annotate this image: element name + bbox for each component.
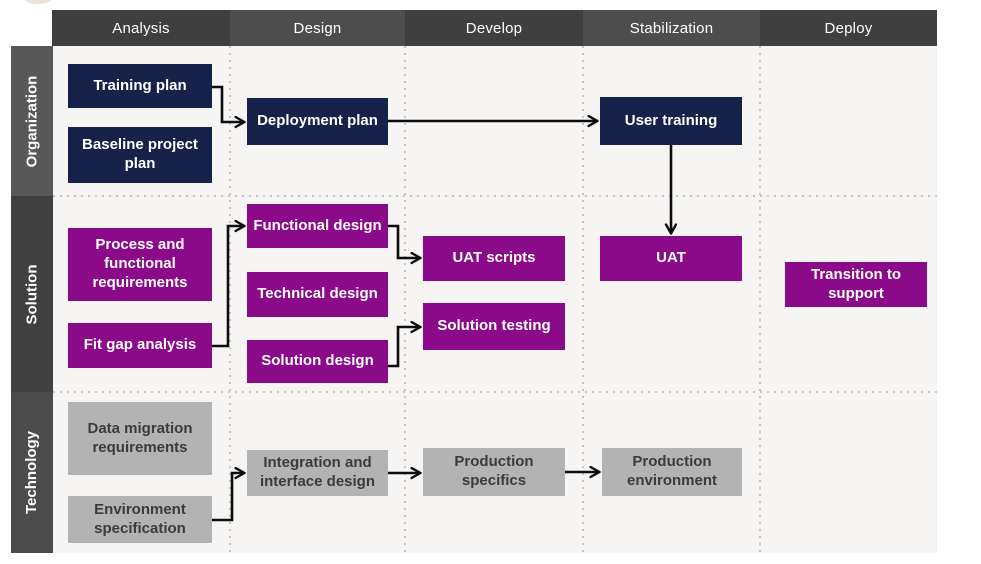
partial-logo-ellipse (24, 0, 52, 4)
row-divider (53, 195, 937, 197)
column-divider (759, 46, 761, 553)
box-deployment-plan: Deployment plan (247, 98, 388, 145)
lane-label-organization: Organization (11, 46, 53, 196)
lane-label-text: Solution (23, 264, 41, 324)
column-divider (582, 46, 584, 553)
lane-label-text: Organization (23, 75, 41, 167)
box-user-training: User training (600, 97, 742, 145)
box-production-specifics: Production specifics (423, 448, 565, 496)
box-baseline-project-plan: Baseline project plan (68, 127, 212, 183)
phase-header-deploy: Deploy (760, 10, 937, 46)
box-transition-to-support: Transition to support (785, 262, 927, 307)
box-functional-design: Functional design (247, 204, 388, 248)
phase-header-develop: Develop (405, 10, 583, 46)
row-divider (53, 391, 937, 393)
box-solution-design: Solution design (247, 340, 388, 383)
column-divider (404, 46, 406, 553)
box-production-environment: Production environment (602, 448, 742, 496)
lane-label-technology: Technology (11, 392, 53, 553)
box-data-migration-requirements: Data migration requirements (68, 402, 212, 475)
column-divider (229, 46, 231, 553)
box-fit-gap-analysis: Fit gap analysis (68, 323, 212, 368)
box-process-and-functional-requirements: Process and functional requirements (68, 228, 212, 301)
box-uat: UAT (600, 236, 742, 281)
box-uat-scripts: UAT scripts (423, 236, 565, 281)
box-environment-specification: Environment specification (68, 496, 212, 543)
lane-label-text: Technology (23, 430, 41, 515)
box-solution-testing: Solution testing (423, 303, 565, 350)
box-technical-design: Technical design (247, 272, 388, 317)
phase-header-design: Design (230, 10, 405, 46)
lane-label-solution: Solution (11, 196, 53, 392)
phase-header-stabilization: Stabilization (583, 10, 760, 46)
box-integration-and-interface-design: Integration and interface design (247, 450, 388, 496)
phase-header-analysis: Analysis (52, 10, 230, 46)
box-training-plan: Training plan (68, 64, 212, 108)
